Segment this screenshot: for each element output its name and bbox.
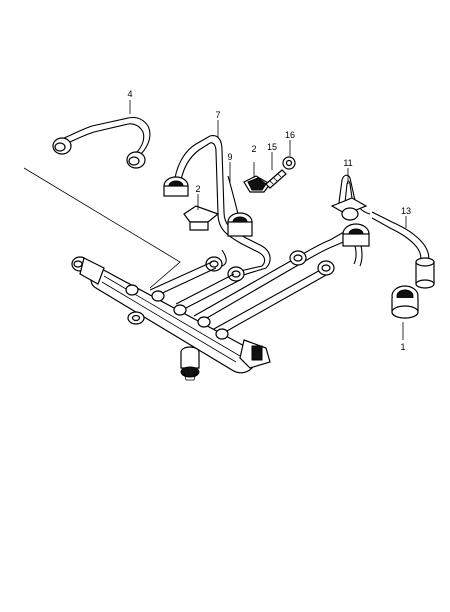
pipe-7-sleeve-nut <box>163 176 189 197</box>
pipe-4-nut-left <box>52 137 72 155</box>
pipe-nut-mid-b <box>317 260 335 276</box>
part-4-injector-pipe <box>52 100 151 169</box>
pipe-13-end-fitting <box>415 257 435 289</box>
pressure-sensor <box>239 339 271 369</box>
pipe-9-sleeve-nut <box>227 212 253 237</box>
part-2-clamp-left <box>183 194 220 231</box>
callout-15: 15 <box>267 142 277 152</box>
rail-feed-pipes <box>149 231 349 337</box>
callout-9: 9 <box>227 152 232 162</box>
part-9-injector-pipe <box>205 162 253 282</box>
part-13-injector-pipe <box>371 211 435 289</box>
pipe-nut-mid-a <box>289 250 307 266</box>
callout-16: 16 <box>285 130 295 140</box>
pipe-nut-front-b <box>227 266 245 282</box>
part-1-sleeve <box>391 285 419 340</box>
part-16-nut <box>282 140 296 170</box>
leader-pipe-4-to-rail <box>23 167 181 289</box>
callout-13: 13 <box>401 206 411 216</box>
part-11-injector-pipe <box>330 168 371 267</box>
common-fuel-rail <box>71 256 271 381</box>
callout-7: 7 <box>215 110 220 120</box>
pipe-11-sleeve-nut <box>342 223 370 247</box>
callout-1: 1 <box>400 342 405 352</box>
callout-2-right: 2 <box>251 144 256 154</box>
part-7-injector-pipe <box>163 120 271 277</box>
callout-labels: 4 7 16 2 15 9 11 2 13 1 <box>127 89 411 352</box>
pipe-4-nut-right <box>126 151 146 169</box>
part-2-clamp-right <box>243 162 271 193</box>
callout-2-left: 2 <box>195 184 200 194</box>
callout-4: 4 <box>127 89 132 99</box>
rail-end-plug-left <box>71 256 105 285</box>
rail-mount-boss <box>127 311 145 325</box>
part-15-bolt <box>265 152 287 189</box>
pipe-11-bracket <box>330 197 368 221</box>
pipe-nut-front-a <box>205 256 223 272</box>
pressure-limiter-valve <box>180 346 200 381</box>
callout-11: 11 <box>343 158 352 168</box>
rail-outlet-ports <box>125 284 229 340</box>
